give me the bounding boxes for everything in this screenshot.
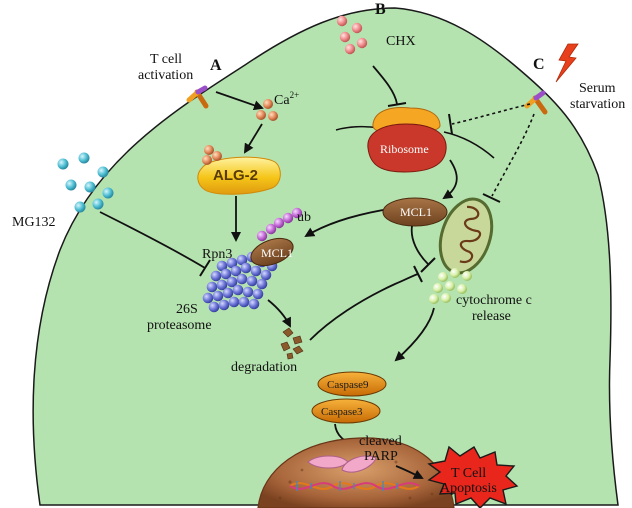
inhibit-degradation-link — [309, 273, 419, 341]
mg132-label: MG132 — [12, 215, 56, 230]
tcr-receptor-icon — [186, 85, 209, 109]
apoptosis-label-2: Apoptosis — [440, 481, 497, 496]
inhibit-bar-serum-ribosome — [448, 113, 453, 135]
caspase3-label: Caspase3 — [321, 406, 363, 418]
serum-starvation-label-2: starvation — [570, 97, 625, 112]
ribosome — [335, 107, 495, 173]
mcl1-bound-protein — [250, 237, 294, 267]
arrow-mcl1-to-proteasome — [304, 209, 384, 238]
cytochrome-c-molecules — [429, 268, 472, 304]
arrow-proteasome-to-degradation — [267, 299, 291, 328]
t-cell-activation-label: T cell — [150, 52, 182, 67]
lightning-icon — [555, 43, 579, 83]
ribosome-label: Ribosome — [380, 142, 429, 156]
chx-label: CHX — [386, 34, 416, 49]
mcl1-bound-label: MCL1 — [261, 246, 293, 260]
mcl1-protein — [382, 197, 448, 227]
caspase9-protein — [317, 371, 387, 397]
cytochrome-release-label: release — [472, 309, 511, 324]
arrow-cytochrome-to-caspase9 — [394, 307, 435, 362]
cell-membrane — [32, 7, 619, 506]
inhibit-bar-chx — [387, 102, 407, 107]
arrow-tcr-to-ca — [215, 91, 264, 111]
cleaved-label: cleaved — [359, 434, 402, 449]
t-cell-activation-label-2: activation — [138, 68, 193, 83]
inhibit-chx-to-ribosome — [372, 65, 398, 105]
calcium-label: Ca2+ — [274, 90, 299, 108]
calcium-ions — [256, 99, 278, 121]
inhibit-bar-serum-mito — [482, 193, 501, 203]
alg2-label: ALG-2 — [213, 167, 258, 184]
inhibit-serum-to-mito — [491, 113, 535, 197]
rpn3-label: Rpn3 — [202, 247, 232, 262]
inhibit-bar-mg132 — [199, 259, 211, 277]
arrow-ribosome-to-mcl1 — [442, 159, 458, 200]
arrow-parp-to-apoptosis — [395, 465, 424, 479]
degradation-label: degradation — [231, 360, 297, 375]
serum-starvation-label: Serum — [579, 81, 616, 96]
inhibit-bar-mcl1 — [420, 257, 436, 273]
cytochrome-c-label: cytochrome c — [456, 293, 532, 308]
inhibit-mcl1-to-cytochrome — [410, 225, 429, 265]
apoptosis-label: T Cell — [451, 466, 486, 481]
inhibit-bar-degradation — [413, 265, 423, 283]
inhibit-serum-to-ribosome — [451, 103, 531, 125]
proteasome-label-26s: 26S — [176, 302, 198, 317]
ubiquitin-label: ub — [297, 210, 311, 225]
apoptosis-starburst-icon — [427, 445, 519, 508]
arrow-ca-to-alg2 — [243, 123, 263, 154]
mcl1-label: MCL1 — [400, 205, 432, 219]
panel-label-b: B — [375, 1, 386, 18]
dna-helix — [289, 481, 420, 491]
panel-label-a: A — [210, 57, 222, 74]
inhibit-mg132-to-proteasome — [99, 211, 206, 269]
degradation-fragments — [280, 327, 304, 360]
proteasome-label: proteasome — [147, 318, 212, 333]
parp-label: PARP — [364, 449, 398, 464]
ubiquitin-chain — [256, 207, 303, 242]
cleaved-parp-fragments — [307, 455, 377, 473]
chx-molecules — [336, 15, 368, 55]
alg2-protein — [197, 145, 281, 195]
panel-label-c: C — [533, 56, 545, 73]
caspase9-label: Caspase9 — [327, 379, 369, 391]
mg132-molecules — [57, 152, 114, 213]
caspase3-protein — [311, 398, 381, 424]
